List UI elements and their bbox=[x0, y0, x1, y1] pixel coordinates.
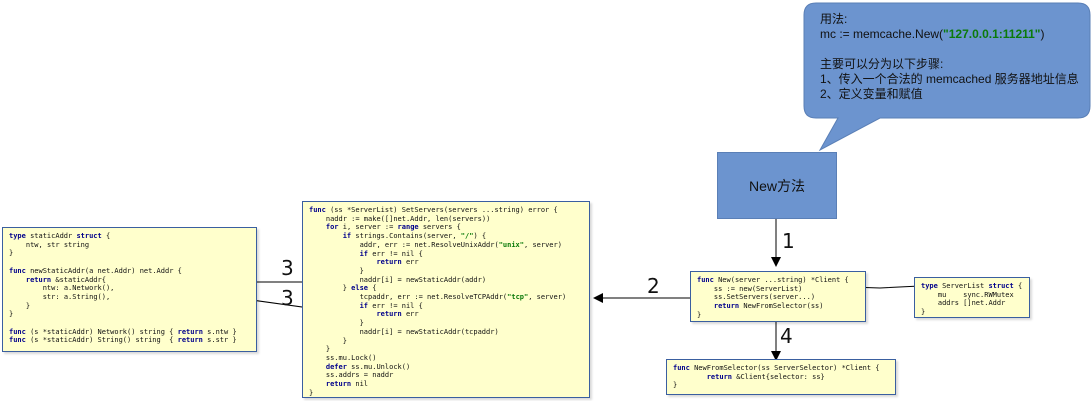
code-line: return &staticAddr{ bbox=[25, 275, 106, 284]
code-line: naddr := make([]net.Addr, len(servers)) bbox=[325, 214, 491, 223]
code-line: ntw: a.Network(), bbox=[42, 284, 115, 293]
step-number-1: 1 bbox=[782, 229, 795, 253]
code-line: } bbox=[309, 319, 364, 328]
step-number-3b: 3 bbox=[281, 286, 294, 310]
code-line: return &Client{selector: ss} bbox=[706, 372, 825, 381]
code-line: str: a.String(), bbox=[42, 292, 111, 301]
steps-title: 主要可以分为以下步骤: bbox=[820, 57, 944, 71]
new-method-label: New方法 bbox=[748, 177, 805, 194]
code-line: type ServerList struct { bbox=[921, 282, 1023, 290]
code-line: ntw, str string bbox=[25, 240, 90, 249]
code-line: } bbox=[9, 301, 31, 310]
code-line: naddr[i] = newStaticAddr(tcpaddr) bbox=[359, 327, 499, 336]
code-line: } bbox=[309, 266, 364, 275]
new-method-box: New方法 bbox=[717, 152, 837, 219]
code-line bbox=[9, 319, 250, 328]
code-line: return nil bbox=[325, 380, 369, 389]
code-line: } else { bbox=[309, 284, 377, 293]
code-line: return NewFromSelector(ss) bbox=[713, 302, 824, 311]
serverlist-struct-box: type ServerList struct { mu sync.RWMutex… bbox=[914, 277, 1030, 318]
code-line: func (ss *ServerList) SetServers(servers… bbox=[309, 206, 558, 214]
code-line: func newStaticAddr(a net.Addr) net.Addr … bbox=[9, 266, 182, 275]
step-2: 2、定义变量和赋值 bbox=[820, 87, 923, 101]
code-line: return err bbox=[376, 258, 419, 267]
code-line: tcpaddr, err := net.ResolveTCPAddr("tcp"… bbox=[359, 293, 567, 302]
code-line: return err bbox=[376, 310, 419, 319]
step-number-3a: 3 bbox=[281, 256, 294, 280]
code-line: addr, err := net.ResolveUnixAddr("unix",… bbox=[359, 240, 562, 249]
code-line: } bbox=[9, 249, 14, 258]
step-number-2: 2 bbox=[647, 274, 660, 298]
code-line: naddr[i] = newStaticAddr(addr) bbox=[359, 275, 487, 284]
code-line: } bbox=[921, 308, 926, 317]
code-line: } bbox=[9, 310, 14, 319]
setservers-func-box: func (ss *ServerList) SetServers(servers… bbox=[302, 201, 590, 398]
usage-title: 用法: bbox=[820, 12, 848, 26]
code-line: func (s *staticAddr) String() string { r… bbox=[9, 336, 237, 345]
code-line: if strings.Contains(server, "/") { bbox=[342, 232, 487, 241]
code-line: func NewFromSelector(ss ServerSelector) … bbox=[673, 364, 880, 372]
code-line: if err != nil { bbox=[359, 301, 423, 310]
code-line: } bbox=[309, 345, 331, 354]
static-addr-box: type staticAddr struct { ntw, str string… bbox=[2, 227, 257, 352]
code-line bbox=[9, 258, 250, 267]
code-line: ss.addrs = naddr bbox=[325, 371, 394, 380]
new-from-selector-box: func NewFromSelector(ss ServerSelector) … bbox=[666, 359, 896, 395]
code-line: func (s *staticAddr) Network() string { … bbox=[9, 327, 237, 336]
code-line: addrs []net.Addr bbox=[937, 299, 1006, 308]
usage-note: 用法: mc := memcache.New("127.0.0.1:11211"… bbox=[820, 12, 1090, 102]
code-line: for i, server := range servers { bbox=[325, 223, 461, 232]
code-line: } bbox=[309, 336, 347, 345]
step-1: 1、传入一个合法的 memcached 服务器地址信息 bbox=[820, 72, 1079, 86]
code-line: } bbox=[673, 381, 678, 390]
step-number-4: 4 bbox=[780, 324, 793, 348]
new-func-box: func New(server ...string) *Client { ss … bbox=[690, 271, 866, 322]
code-line: if err != nil { bbox=[359, 249, 423, 258]
code-line: ss.mu.Lock() bbox=[325, 353, 377, 362]
code-line: ss.SetServers(server...) bbox=[713, 293, 816, 302]
speech-bubble bbox=[803, 2, 1091, 152]
code-line: ss := new(ServerList) bbox=[713, 284, 803, 293]
code-line: } bbox=[697, 310, 702, 319]
code-line: mu sync.RWMutex bbox=[937, 290, 1014, 299]
code-line: func New(server ...string) *Client { bbox=[697, 276, 849, 284]
usage-code: mc := memcache.New("127.0.0.1:11211") bbox=[820, 27, 1045, 41]
code-line: type staticAddr struct { bbox=[9, 232, 111, 240]
code-line: defer ss.mu.Unlock() bbox=[325, 362, 411, 371]
code-line: } bbox=[309, 388, 314, 397]
